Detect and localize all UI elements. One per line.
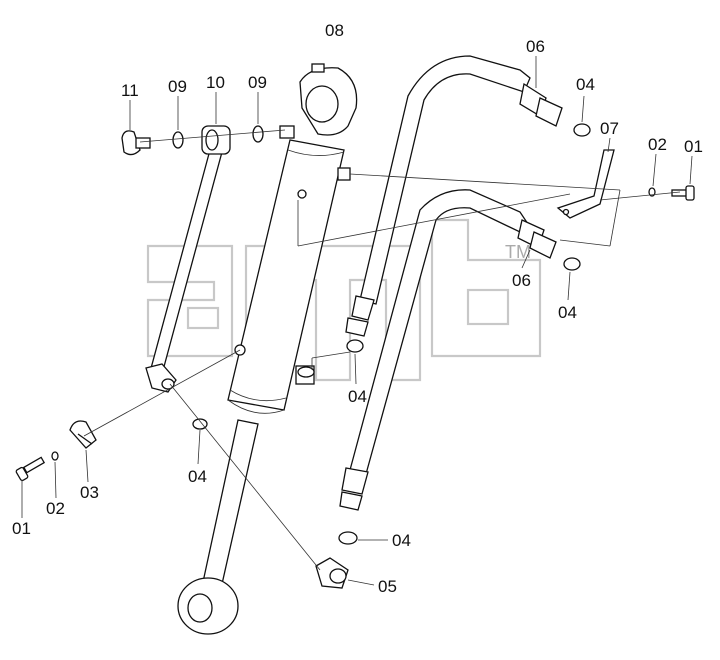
elbow-fitting <box>315 557 349 589</box>
callout-08: 08 <box>325 21 344 40</box>
watermark-logo: TM <box>146 218 542 382</box>
o-ring-left <box>192 418 208 430</box>
washer-left-small <box>51 451 59 461</box>
callout-11: 11 <box>121 81 139 100</box>
washer-right <box>252 125 264 143</box>
callout-09-right: 09 <box>248 73 267 92</box>
callout-04-left: 04 <box>188 467 207 486</box>
bolt-right <box>671 185 695 201</box>
callout-04-bottom: 04 <box>392 531 411 550</box>
bracket <box>556 149 615 219</box>
callout-05: 05 <box>378 577 397 596</box>
callouts: 08 11 09 10 09 06 04 07 02 01 06 04 04 0… <box>12 21 703 596</box>
callout-06-top: 06 <box>526 37 545 56</box>
callout-04-top: 04 <box>576 75 595 94</box>
clamp <box>69 420 97 449</box>
hose-upper <box>345 55 591 353</box>
washer-right-small <box>648 187 656 197</box>
callout-10: 10 <box>206 73 225 92</box>
hose-lower <box>338 189 581 545</box>
left-tube-assembly <box>145 125 231 393</box>
bolt-left <box>15 456 46 482</box>
callout-09-left: 09 <box>168 77 187 96</box>
callout-01-right: 01 <box>684 137 703 156</box>
callout-07: 07 <box>600 119 619 138</box>
callout-04-right: 04 <box>558 303 577 322</box>
callout-02-right: 02 <box>648 135 667 154</box>
callout-02-left: 02 <box>46 499 65 518</box>
callout-01-left: 01 <box>12 519 31 538</box>
trademark-mark: TM <box>505 242 531 262</box>
hydraulic-cylinder <box>177 63 358 635</box>
callout-06-bottom: 06 <box>512 271 531 290</box>
assembly-lines <box>83 129 681 571</box>
callout-03: 03 <box>80 483 99 502</box>
banjo-bolt <box>121 130 151 156</box>
callout-04-middle: 04 <box>348 387 367 406</box>
washer-left <box>172 131 184 149</box>
